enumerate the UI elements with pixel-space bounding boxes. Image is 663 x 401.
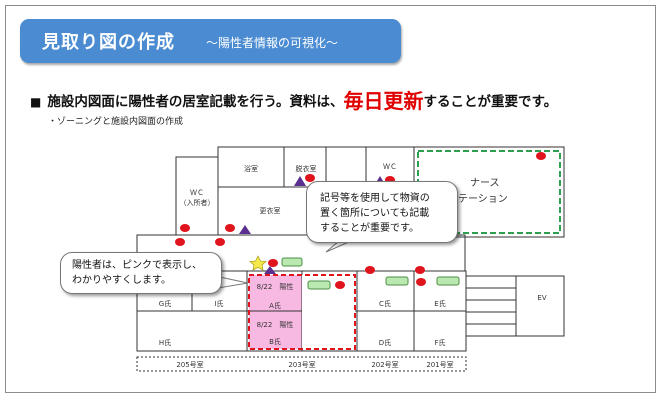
ev-label: EV <box>537 294 546 302</box>
red-marker-dot <box>225 224 235 232</box>
slide-frame <box>5 5 656 393</box>
page-title: 見取り図の作成 <box>42 32 175 53</box>
resident-h: H氏 <box>159 338 171 347</box>
room-number-205: 205号室 <box>176 360 203 369</box>
green-markers <box>281 257 460 290</box>
wc-left-label: ＷＣ <box>190 189 204 197</box>
supplies-callout: 記号等を使用して物資の 置く箇所についても記載 することが重要です。 <box>306 181 458 243</box>
room-number-strip <box>136 356 467 372</box>
wc-top-label: ＷＣ <box>383 163 397 171</box>
resident-b: B氏 <box>269 337 281 346</box>
resident-e: E氏 <box>434 299 445 308</box>
red-marker-dot <box>305 174 315 182</box>
headline-emphasis: 毎日更新 <box>343 89 424 113</box>
resident-d: D氏 <box>379 338 391 347</box>
resident-c: C氏 <box>379 299 391 308</box>
resident-g: G氏 <box>159 299 171 308</box>
nurse-label: ナース <box>470 177 500 189</box>
purple-triangle-marker <box>239 225 251 234</box>
red-marker-dot <box>416 278 426 286</box>
red-marker-dot <box>268 259 278 267</box>
red-marker-dot <box>365 266 375 274</box>
supplies-callout-line: することが重要です。 <box>320 223 419 234</box>
purple-triangle-marker <box>264 266 276 274</box>
stairs-outline <box>465 275 517 337</box>
locker-label: 更衣室 <box>260 206 281 215</box>
red-marker-dot <box>415 266 425 274</box>
positive-callout-line: わかりやすくします。 <box>72 275 171 286</box>
red-marker-dot <box>215 238 225 246</box>
green-marker <box>281 257 303 267</box>
positive-note-b: 8/22 陽性 <box>257 320 294 329</box>
positive-callout-line: 陽性者は、ピンクで表示し、 <box>72 260 202 271</box>
red-markers <box>175 152 546 289</box>
bath-label: 浴室 <box>244 164 258 173</box>
positive-note-a: 8/22 陽性 <box>257 282 294 291</box>
red-marker-dot <box>536 152 546 160</box>
undress-label: 脱衣室 <box>296 164 317 173</box>
room-number-203: 203号室 <box>288 360 315 369</box>
wc-left-sublabel: （入所者） <box>180 198 215 207</box>
star-marker-icon <box>249 255 267 271</box>
resident-i: I氏 <box>214 299 223 308</box>
red-marker-dot <box>180 224 190 232</box>
ev-outline <box>515 275 565 337</box>
green-marker <box>385 276 409 286</box>
square-bullet-icon: ■ <box>30 95 42 109</box>
supplies-callout-line: 置く箇所についても記載 <box>320 208 430 219</box>
room-number-201: 201号室 <box>426 360 453 369</box>
nurse-label-2: テーション <box>458 194 508 205</box>
positive-room-border <box>248 274 356 350</box>
headline-text-after: することが重要です。 <box>423 94 558 110</box>
headline: ■ 施設内図面に陽性者の居室記載を行う。資料は、毎日更新することが重要です。 <box>30 85 557 114</box>
resident-f: F氏 <box>434 338 445 347</box>
headline-text-before: 施設内図面に陽性者の居室記載を行う。資料は、 <box>47 94 344 110</box>
subheading: ・ゾーニングと施設内図面の作成 <box>48 117 184 127</box>
supplies-callout-line: 記号等を使用して物資の <box>320 193 430 204</box>
green-marker <box>307 280 331 290</box>
green-marker <box>436 276 460 286</box>
positive-callout: 陽性者は、ピンクで表示し、 わかりやすくします。 <box>60 252 222 294</box>
red-marker-dot <box>335 281 345 289</box>
resident-a: A氏 <box>269 301 281 310</box>
title-banner: 見取り図の作成 ～陽性者情報の可視化～ <box>20 19 401 63</box>
red-marker-dot <box>175 238 185 246</box>
purple-triangle-marker <box>294 176 306 186</box>
room-number-202: 202号室 <box>371 360 398 369</box>
page-subtitle: ～陽性者情報の可視化～ <box>206 36 339 50</box>
